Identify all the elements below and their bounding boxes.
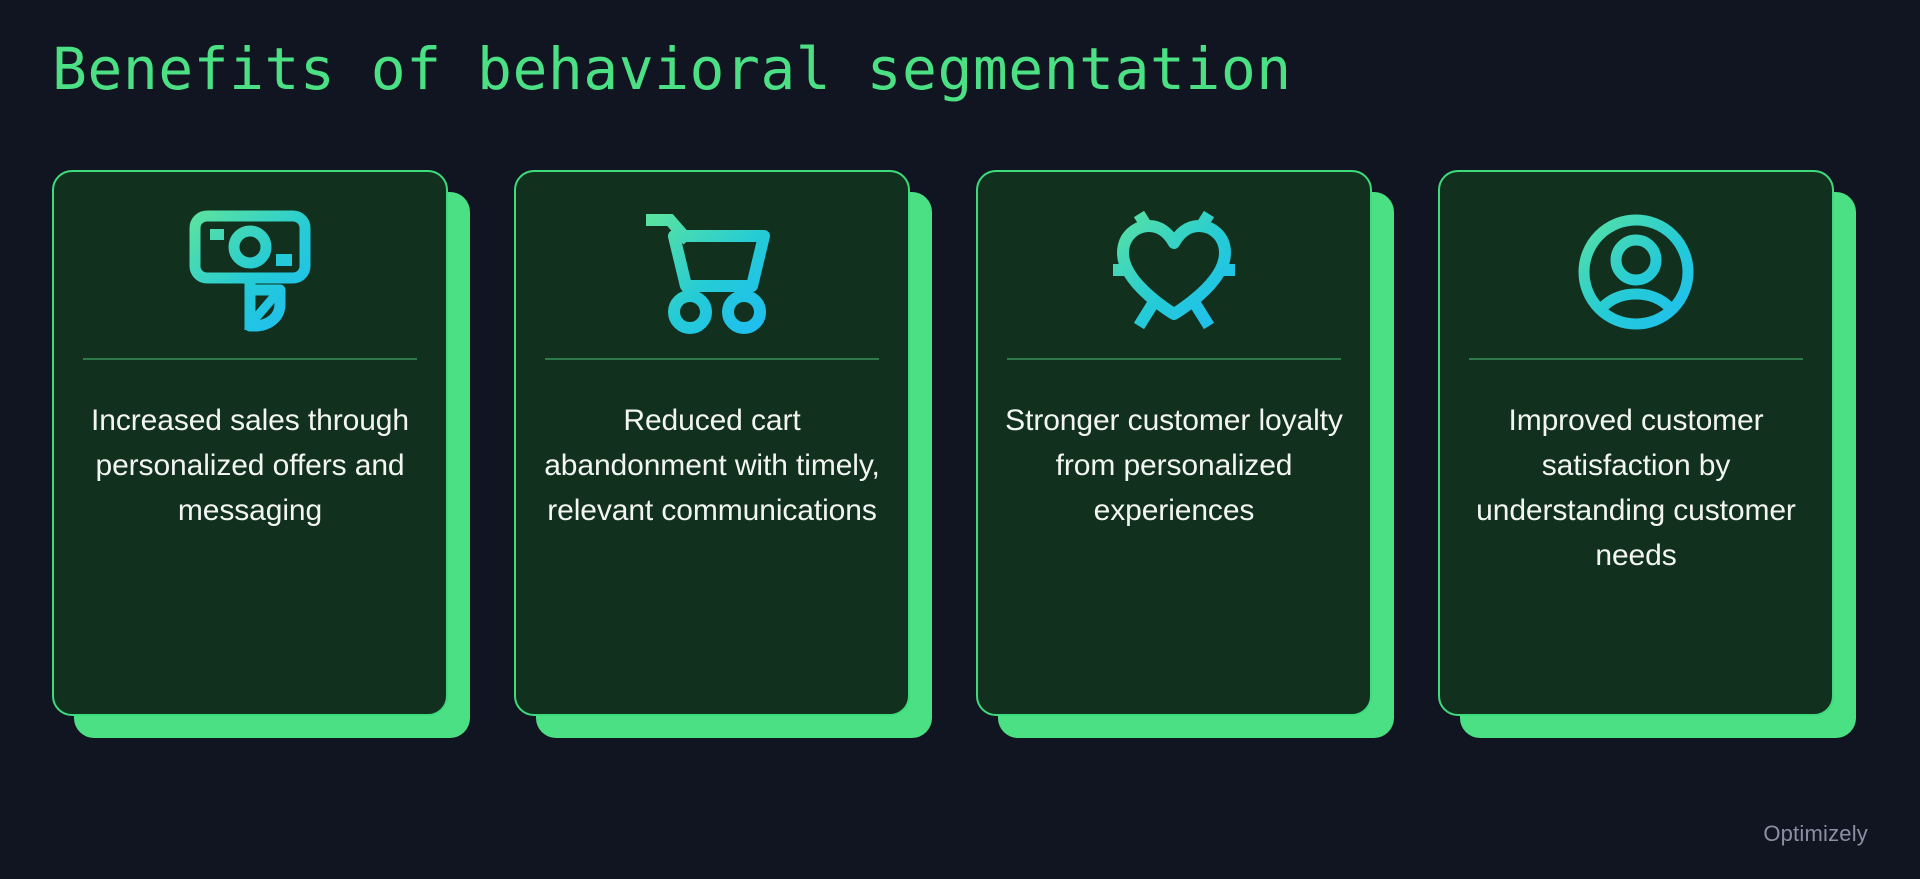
benefit-card-2[interactable]: Reduced cart abandonment with timely, re… xyxy=(514,170,932,738)
benefit-text: Stronger customer loyalty from personali… xyxy=(1005,404,1343,527)
shopping-cart-icon xyxy=(646,208,778,336)
card-surface[interactable]: Stronger customer loyalty from personali… xyxy=(976,170,1372,716)
benefit-text: Increased sales through personalized off… xyxy=(91,404,409,527)
benefit-card-1[interactable]: Increased sales through personalized off… xyxy=(52,170,470,738)
card-divider xyxy=(1007,358,1341,360)
benefit-card-4[interactable]: Improved customer satisfaction by unders… xyxy=(1438,170,1856,738)
benefit-text: Improved customer satisfaction by unders… xyxy=(1476,404,1796,572)
card-surface[interactable]: Improved customer satisfaction by unders… xyxy=(1438,170,1834,716)
card-surface[interactable]: Reduced cart abandonment with timely, re… xyxy=(514,170,910,716)
brand-watermark: Optimizely xyxy=(1763,821,1868,846)
card-divider xyxy=(545,358,879,360)
heart-burst-icon xyxy=(1109,208,1239,336)
benefit-card-3[interactable]: Stronger customer loyalty from personali… xyxy=(976,170,1394,738)
card-divider xyxy=(1469,358,1803,360)
benefit-text: Reduced cart abandonment with timely, re… xyxy=(544,404,880,527)
card-surface[interactable]: Increased sales through personalized off… xyxy=(52,170,448,716)
benefit-card-list: Increased sales through personalized off… xyxy=(52,170,1868,738)
card-divider xyxy=(83,358,417,360)
money-sprout-icon xyxy=(188,208,312,336)
page-title: Benefits of behavioral segmentation xyxy=(52,35,1292,103)
user-circle-icon xyxy=(1572,208,1700,336)
